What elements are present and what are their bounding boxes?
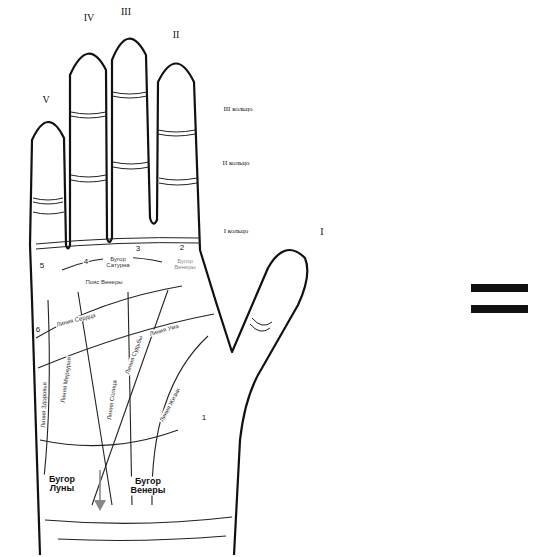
ring-label: I кольцо xyxy=(223,228,249,235)
palm-label: Бугор Луны xyxy=(43,475,81,494)
palm-label: Линия Здоровья xyxy=(40,381,48,429)
ring-label: III xyxy=(120,7,132,18)
palm-label: 6 xyxy=(35,326,41,334)
ring-label: II кольцо xyxy=(222,160,251,167)
palm-label: Линия Сердца xyxy=(55,312,97,328)
hand-outline xyxy=(30,39,307,555)
equals-sign xyxy=(471,284,528,313)
ring-label: II xyxy=(172,30,181,41)
finger-creases xyxy=(33,92,272,331)
palm-label: Линия Ума xyxy=(148,323,180,338)
palm-label: Линия Судьбы xyxy=(124,334,144,376)
ring-label: III кольцо xyxy=(222,106,253,113)
palm-label: Линия Солнца xyxy=(106,379,118,421)
ring-label: I xyxy=(319,227,324,238)
palm-label: Линия Жизни xyxy=(158,386,182,424)
palm-label: Пояс Венеры xyxy=(84,279,123,285)
palm-label: Бугор Венеры xyxy=(127,477,169,496)
palm-label: 5 xyxy=(39,262,45,270)
palm-label: 2 xyxy=(179,244,185,252)
direction-arrow xyxy=(94,470,106,511)
palm-lines xyxy=(36,258,232,541)
palm-label: Бугор Венеры xyxy=(170,258,200,271)
palm-label: 3 xyxy=(135,245,141,253)
ring-label: V xyxy=(41,95,50,106)
palm-label: 1 xyxy=(201,414,207,422)
palm-label: Бугор Сатурна xyxy=(103,256,133,269)
palm-label: 4 xyxy=(83,258,89,266)
ring-label: IV xyxy=(83,13,96,24)
palm-label: Линия Меркурия xyxy=(60,356,73,405)
